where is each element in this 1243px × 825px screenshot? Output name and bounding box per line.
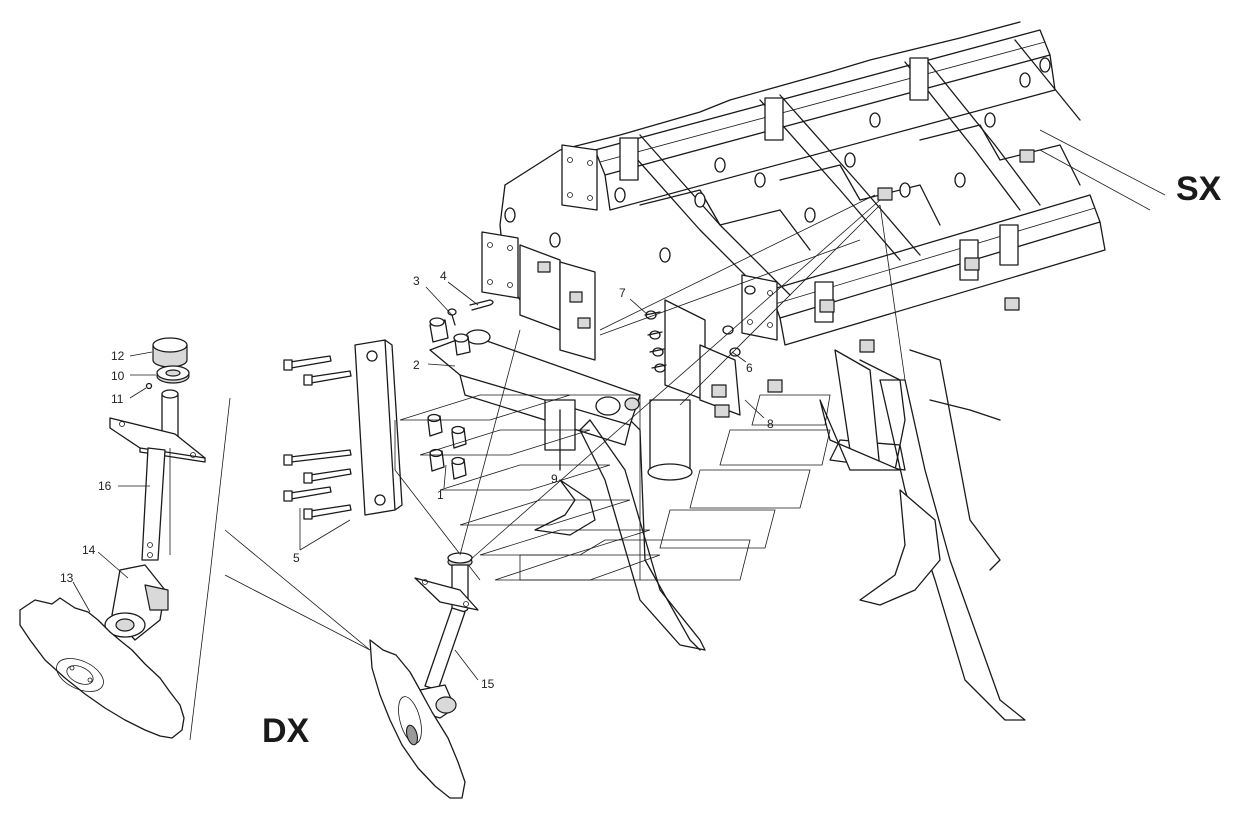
callout-16: 16 xyxy=(98,479,112,493)
plate-and-bushes xyxy=(283,339,467,520)
callout-3: 3 xyxy=(413,274,420,288)
side-label-sx: SX xyxy=(1176,170,1222,208)
callout-10: 10 xyxy=(111,369,125,383)
callout-12: 12 xyxy=(111,349,125,363)
callout-5: 5 xyxy=(293,551,300,565)
brackets-and-nuts xyxy=(519,149,1035,418)
disc-assembly-sx xyxy=(369,552,479,799)
callout-14: 14 xyxy=(82,543,96,557)
callout-2: 2 xyxy=(413,358,420,372)
callout-7: 7 xyxy=(619,286,626,300)
callout-11: 11 xyxy=(111,392,124,406)
callout-4: 4 xyxy=(440,269,447,283)
callout-1: 1 xyxy=(437,488,444,502)
side-label-dx: DX xyxy=(262,712,310,750)
callout-13: 13 xyxy=(60,571,74,585)
disc-assembly-dx xyxy=(19,337,206,739)
callout-9: 9 xyxy=(551,472,558,486)
callout-8: 8 xyxy=(767,417,774,431)
machine-frame xyxy=(481,21,1106,346)
assembly-guide-lines xyxy=(169,129,1166,741)
logo-watermark xyxy=(394,394,831,581)
leader-lines xyxy=(72,281,765,681)
callout-numbers: 1 2 3 4 5 6 7 8 9 10 11 12 13 14 15 16 xyxy=(60,269,774,691)
callout-6: 6 xyxy=(746,361,753,375)
subsoiler-shanks xyxy=(534,349,1026,721)
callout-15: 15 xyxy=(481,677,495,691)
